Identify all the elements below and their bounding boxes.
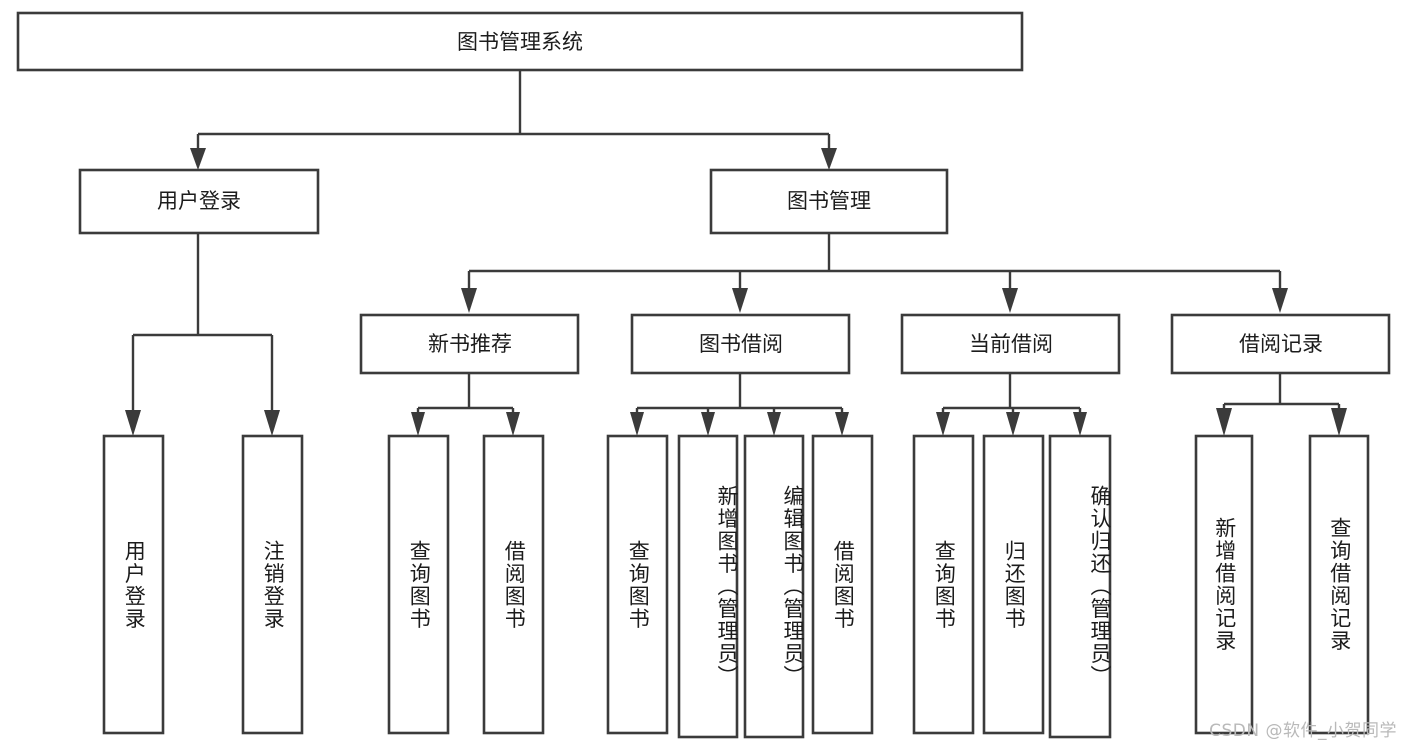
arrow-head-leaf-add-record bbox=[1216, 408, 1232, 436]
node-leaf-confirm-return-box[interactable] bbox=[1048, 434, 1112, 739]
arrow-head-leaf-query-book-1 bbox=[411, 412, 425, 436]
connector-group-book-manage bbox=[461, 233, 1288, 313]
arrow-head-leaf-edit-book bbox=[767, 412, 781, 436]
arrow-head-leaf-borrow-book-2 bbox=[835, 412, 849, 436]
node-new-book-recommend[interactable]: 新书推荐 bbox=[359, 313, 580, 375]
connector-group-book-borrow bbox=[630, 373, 849, 436]
node-book-borrow-box[interactable] bbox=[630, 313, 851, 375]
node-borrow-record[interactable]: 借阅记录 bbox=[1170, 313, 1391, 375]
arrow-head-leaf-confirm-return bbox=[1073, 412, 1087, 436]
node-user-login-label: 用户登录 bbox=[157, 189, 241, 213]
node-book-manage-box[interactable] bbox=[709, 168, 949, 235]
node-current-borrow-box[interactable] bbox=[900, 313, 1121, 375]
arrow-head-book-manage bbox=[821, 148, 837, 170]
node-root-box[interactable] bbox=[16, 11, 1024, 72]
node-leaf-query-book-2-box[interactable] bbox=[606, 434, 669, 735]
node-leaf-query-book-1-box[interactable] bbox=[387, 434, 450, 735]
node-book-manage-label: 图书管理 bbox=[787, 189, 871, 213]
node-book-borrow[interactable]: 图书借阅 bbox=[630, 313, 851, 375]
node-user-login-box[interactable] bbox=[78, 168, 320, 235]
node-leaf-add-book-box[interactable] bbox=[677, 434, 739, 739]
arrow-head-user-login bbox=[190, 148, 206, 170]
arrow-head-current-borrow bbox=[1002, 288, 1018, 313]
node-new-book-recommend-box[interactable] bbox=[359, 313, 580, 375]
arrow-head-leaf-add-book bbox=[701, 412, 715, 436]
node-borrow-record-label: 借阅记录 bbox=[1239, 332, 1323, 356]
node-current-borrow[interactable]: 当前借阅 bbox=[900, 313, 1121, 375]
node-book-borrow-label: 图书借阅 bbox=[699, 332, 783, 356]
arrow-head-borrow-record bbox=[1272, 288, 1288, 313]
node-leaf-edit-book-box[interactable] bbox=[743, 434, 805, 739]
node-leaf-user-login-box[interactable] bbox=[102, 434, 165, 735]
node-root-label: 图书管理系统 bbox=[457, 30, 583, 54]
arrow-head-leaf-query-record bbox=[1331, 408, 1347, 436]
arrow-head-leaf-logout bbox=[264, 410, 280, 436]
connector-group-root bbox=[190, 70, 837, 170]
connector-group-borrow-record bbox=[1216, 373, 1347, 436]
node-current-borrow-label: 当前借阅 bbox=[969, 332, 1053, 356]
arrow-head-leaf-return-book bbox=[1006, 412, 1020, 436]
connector-group-new-book-recommend bbox=[411, 373, 520, 436]
node-new-book-recommend-label: 新书推荐 bbox=[428, 332, 512, 356]
connector-group-user-login bbox=[125, 233, 280, 436]
node-book-manage[interactable]: 图书管理 bbox=[709, 168, 949, 235]
node-leaf-query-book-3-box[interactable] bbox=[912, 434, 975, 735]
arrow-head-book-borrow bbox=[732, 288, 748, 313]
node-borrow-record-box[interactable] bbox=[1170, 313, 1391, 375]
arrow-head-leaf-borrow-book-1 bbox=[506, 412, 520, 436]
arrow-head-leaf-user-login bbox=[125, 410, 141, 436]
node-leaf-query-record-box[interactable] bbox=[1308, 434, 1370, 735]
node-root[interactable]: 图书管理系统 bbox=[16, 11, 1024, 72]
node-leaf-borrow-book-2-box[interactable] bbox=[811, 434, 874, 735]
connector-group-current-borrow bbox=[936, 373, 1087, 436]
node-leaf-borrow-book-1-box[interactable] bbox=[482, 434, 545, 735]
arrow-head-leaf-query-book-3 bbox=[936, 412, 950, 436]
arrow-head-leaf-query-book-2 bbox=[630, 412, 644, 436]
node-leaf-return-book-box[interactable] bbox=[982, 434, 1045, 735]
arrow-head-new-book-recommend bbox=[461, 288, 477, 313]
watermark-text: CSDN @软件_小贺同学 bbox=[1209, 721, 1397, 741]
node-user-login[interactable]: 用户登录 bbox=[78, 168, 320, 235]
node-leaf-add-record-box[interactable] bbox=[1194, 434, 1254, 735]
node-leaf-logout-box[interactable] bbox=[241, 434, 304, 735]
